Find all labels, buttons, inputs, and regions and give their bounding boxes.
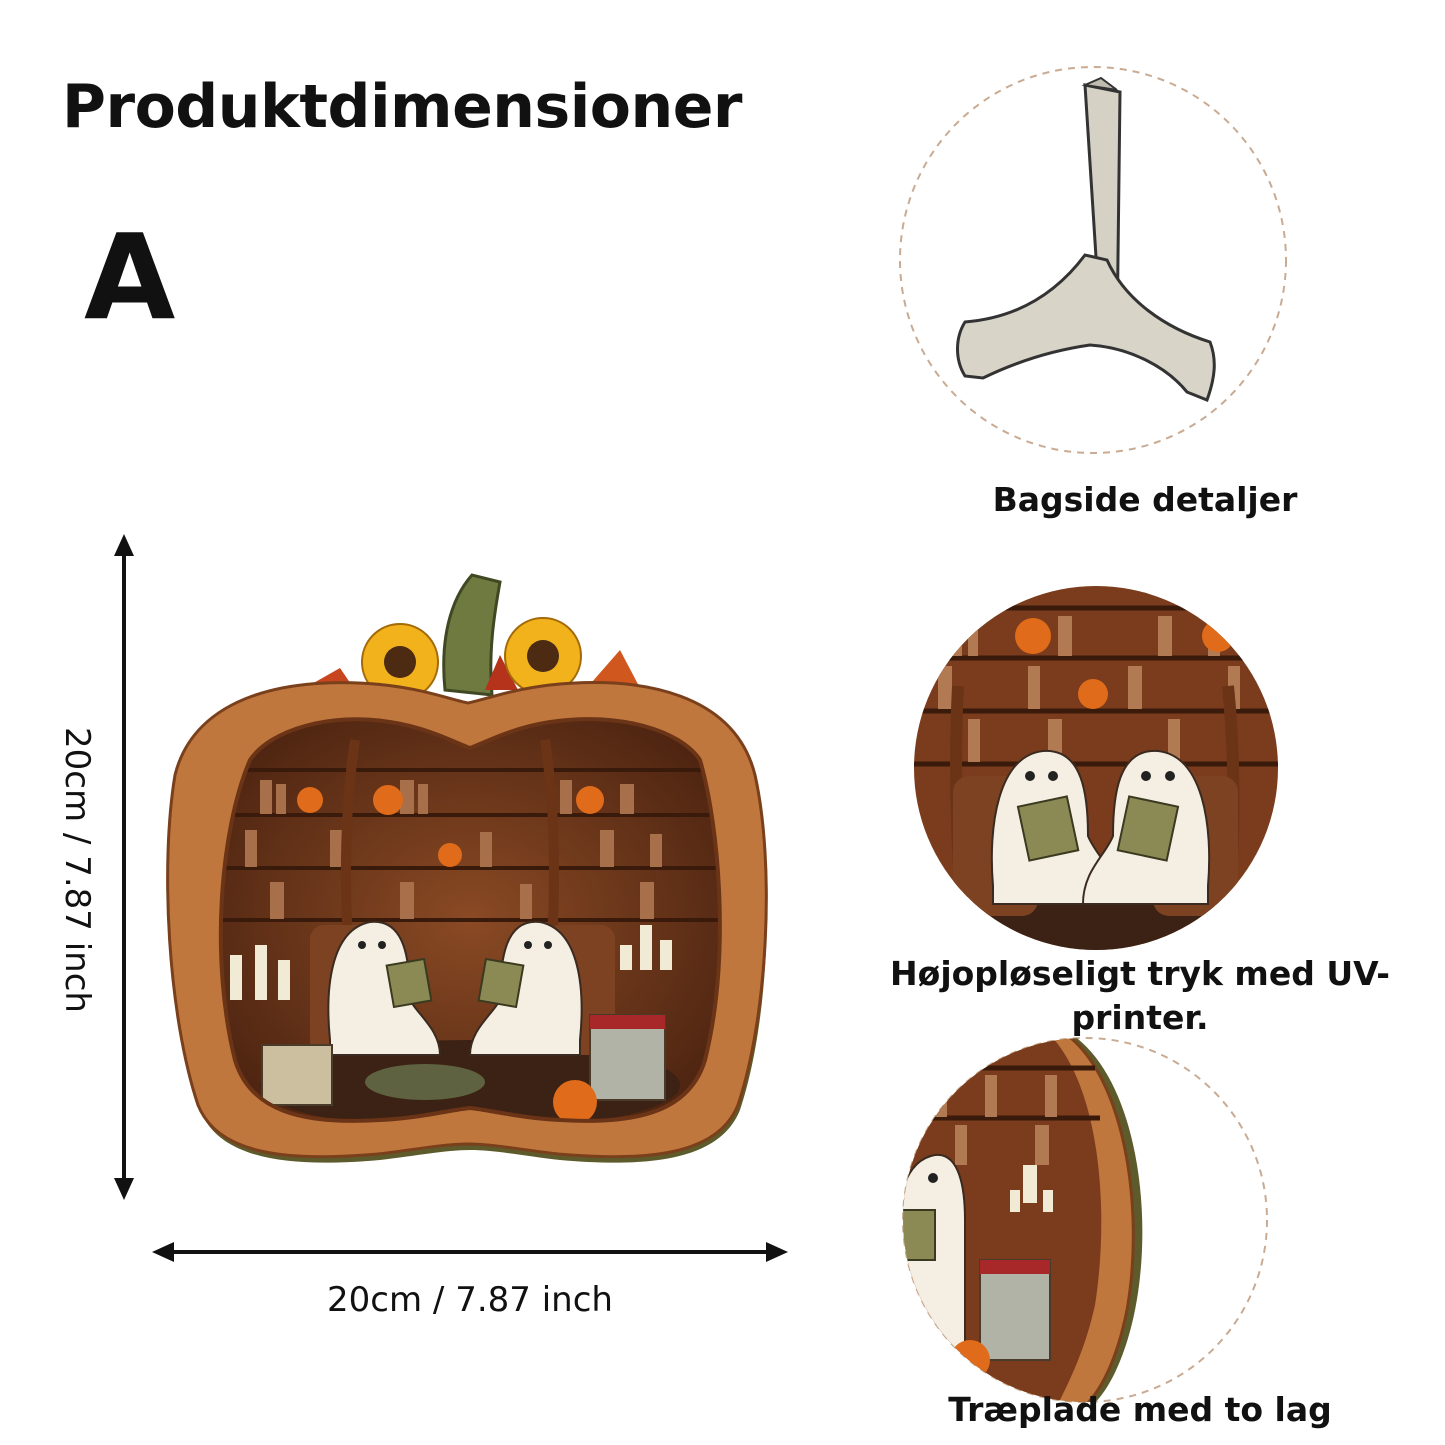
layer-detail-image <box>902 1037 1268 1403</box>
page-title: Produktdimensioner <box>62 72 742 142</box>
back-detail-caption: Bagside detaljer <box>992 480 1298 519</box>
stand-icon <box>899 66 1287 454</box>
width-arrow <box>152 1242 788 1262</box>
height-label-container: 20cm / 7.87 inch <box>47 700 107 1040</box>
sunflower-right <box>504 617 582 695</box>
sunflower-left <box>361 623 439 701</box>
width-label: 20cm / 7.87 inch <box>327 1280 613 1320</box>
print-detail-image <box>914 586 1278 950</box>
height-label: 20cm / 7.87 inch <box>57 727 97 1013</box>
height-arrow <box>114 534 134 1200</box>
variant-label: A <box>84 208 176 346</box>
print-detail-caption: Højopløseligt tryk med UV-printer. <box>890 954 1390 1037</box>
ghost-left <box>327 920 442 1056</box>
layer-detail-caption: Træplade med to lag <box>948 1390 1332 1429</box>
pumpkin-stem <box>442 573 502 697</box>
ghost-right <box>468 920 583 1056</box>
